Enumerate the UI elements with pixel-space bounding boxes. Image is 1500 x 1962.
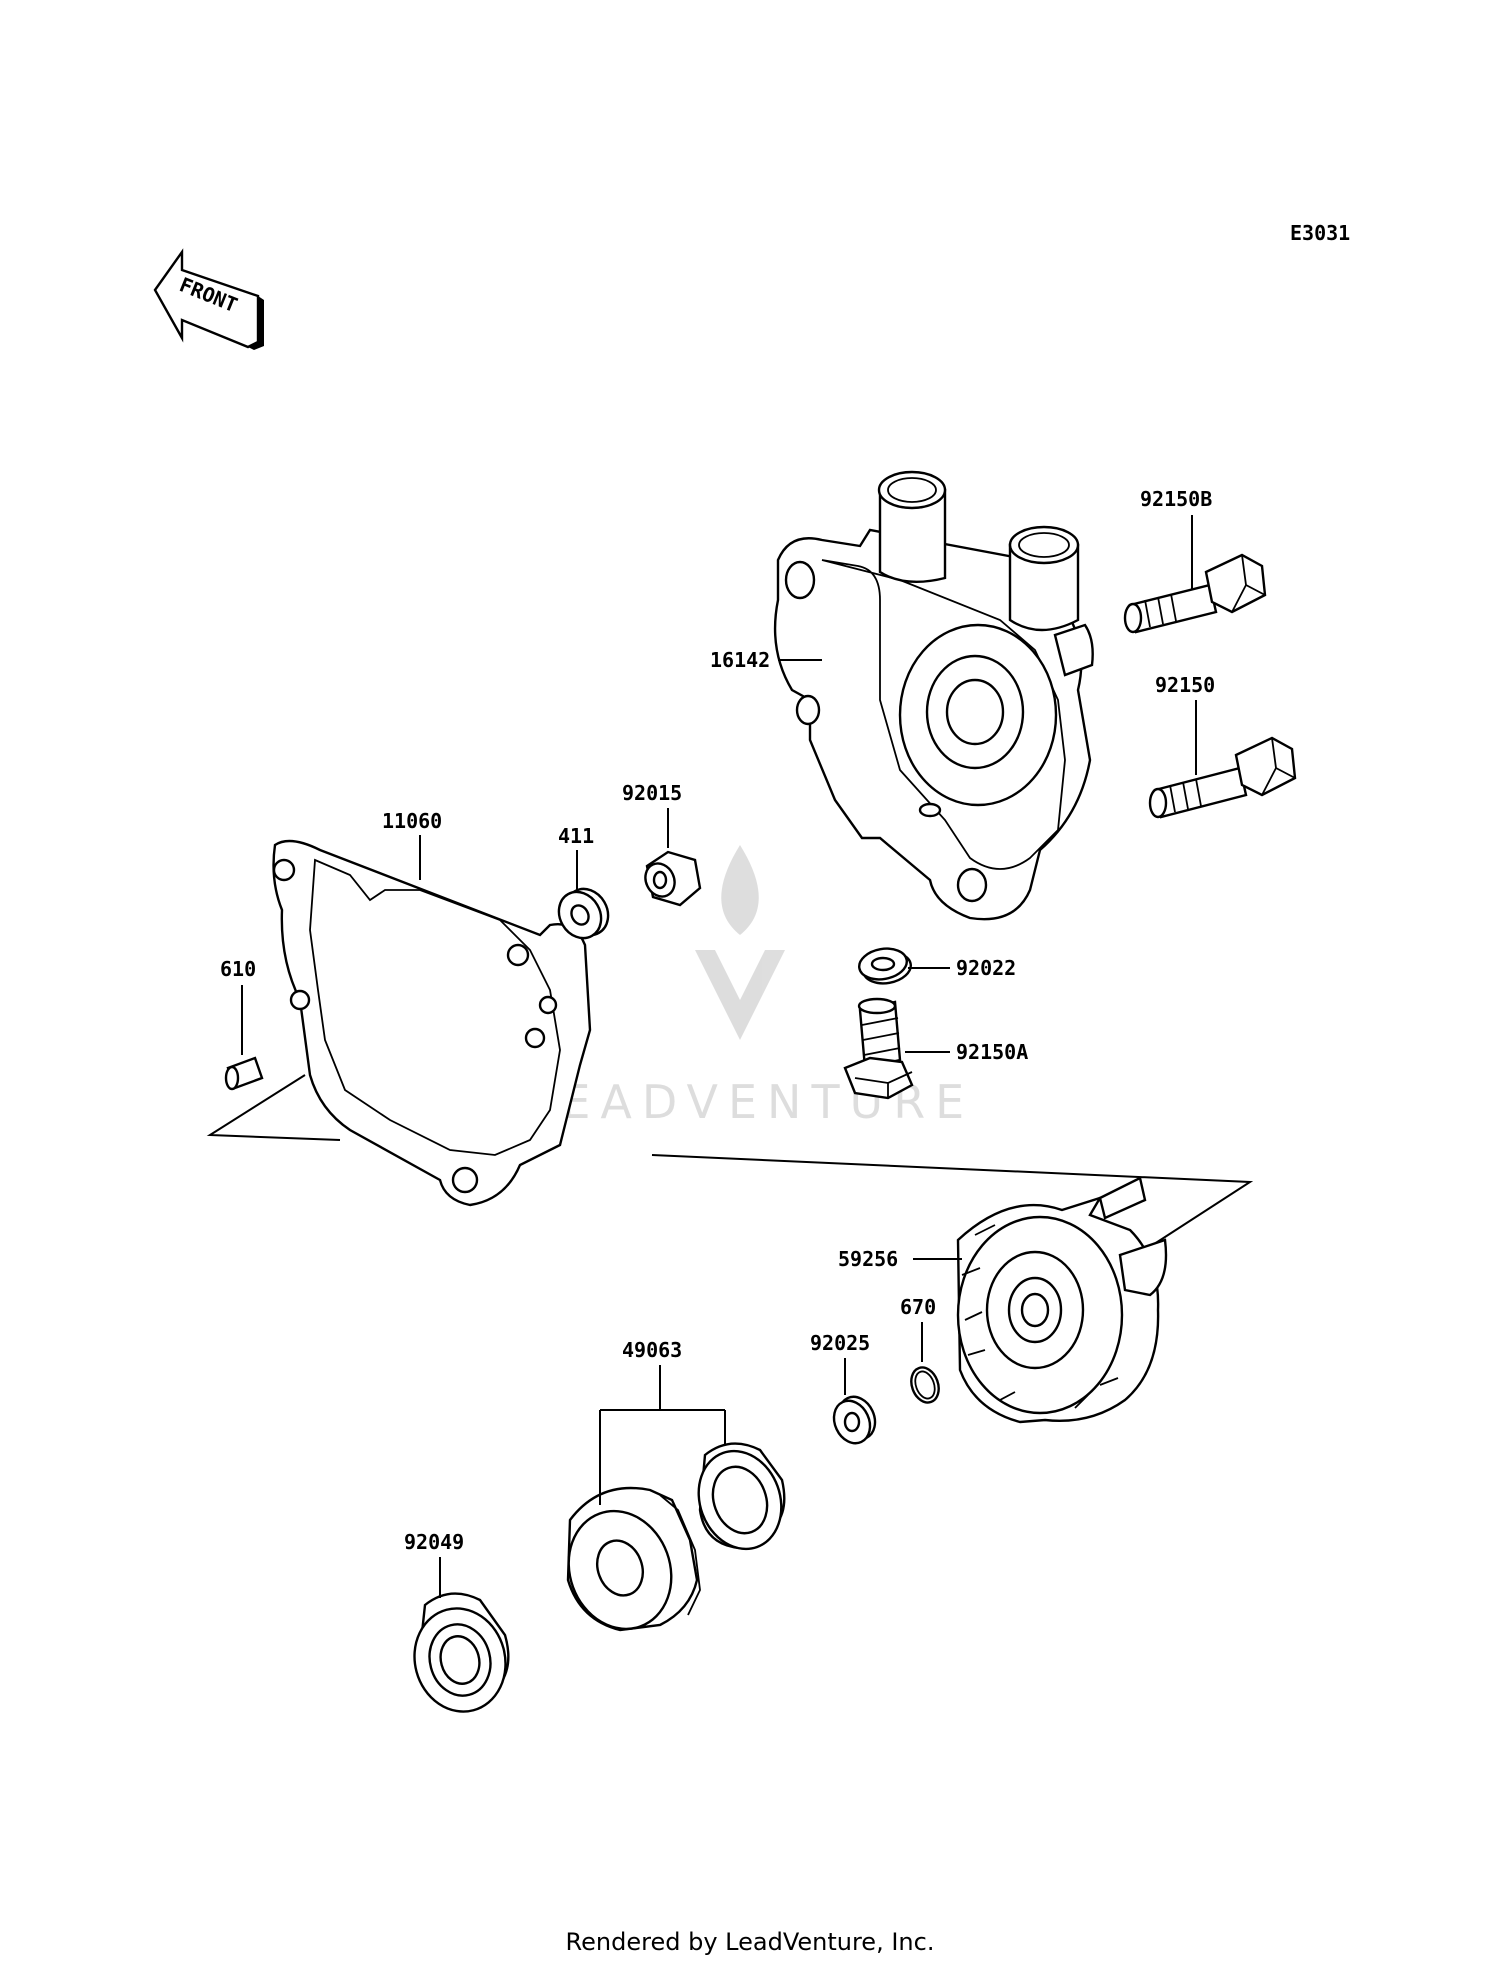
label-16142: 16142 xyxy=(710,648,770,672)
label-59256: 59256 xyxy=(838,1247,898,1271)
label-92150: 92150 xyxy=(1155,673,1215,697)
part-59256-impeller[interactable] xyxy=(956,1176,1168,1424)
part-92150B-bolt[interactable] xyxy=(1123,553,1267,634)
part-11060-gasket[interactable] xyxy=(272,839,592,1207)
label-610: 610 xyxy=(220,957,256,981)
label-92150A: 92150A xyxy=(956,1040,1028,1064)
diagram-code: E3031 xyxy=(1290,221,1350,245)
label-11060: 11060 xyxy=(382,809,442,833)
label-92150B: 92150B xyxy=(1140,487,1212,511)
label-92049: 92049 xyxy=(404,1530,464,1554)
part-411-washer[interactable] xyxy=(551,881,617,946)
label-49063: 49063 xyxy=(622,1338,682,1362)
footer-credit: Rendered by LeadVenture, Inc. xyxy=(565,1928,935,1956)
part-92150A-bolt[interactable] xyxy=(843,997,914,1100)
front-arrow-icon: FRONT xyxy=(153,248,264,350)
label-92015: 92015 xyxy=(622,781,682,805)
part-92150-bolt[interactable] xyxy=(1148,736,1297,819)
label-92025: 92025 xyxy=(810,1331,870,1355)
label-670: 670 xyxy=(900,1295,936,1319)
label-92022: 92022 xyxy=(956,956,1016,980)
part-610-dowel-pin[interactable] xyxy=(224,1056,264,1091)
part-92025-washer[interactable] xyxy=(827,1391,881,1449)
part-16142-pump-cover[interactable] xyxy=(773,470,1094,921)
part-92015-nut[interactable] xyxy=(640,850,702,907)
part-92049-oil-seal[interactable] xyxy=(403,1592,517,1722)
part-49063-mechanical-seal[interactable] xyxy=(552,1439,794,1643)
part-92022-washer[interactable] xyxy=(857,945,913,987)
part-670-o-ring[interactable] xyxy=(907,1364,944,1407)
assembly-guide-lines xyxy=(206,1074,1254,1249)
label-411: 411 xyxy=(558,824,594,848)
